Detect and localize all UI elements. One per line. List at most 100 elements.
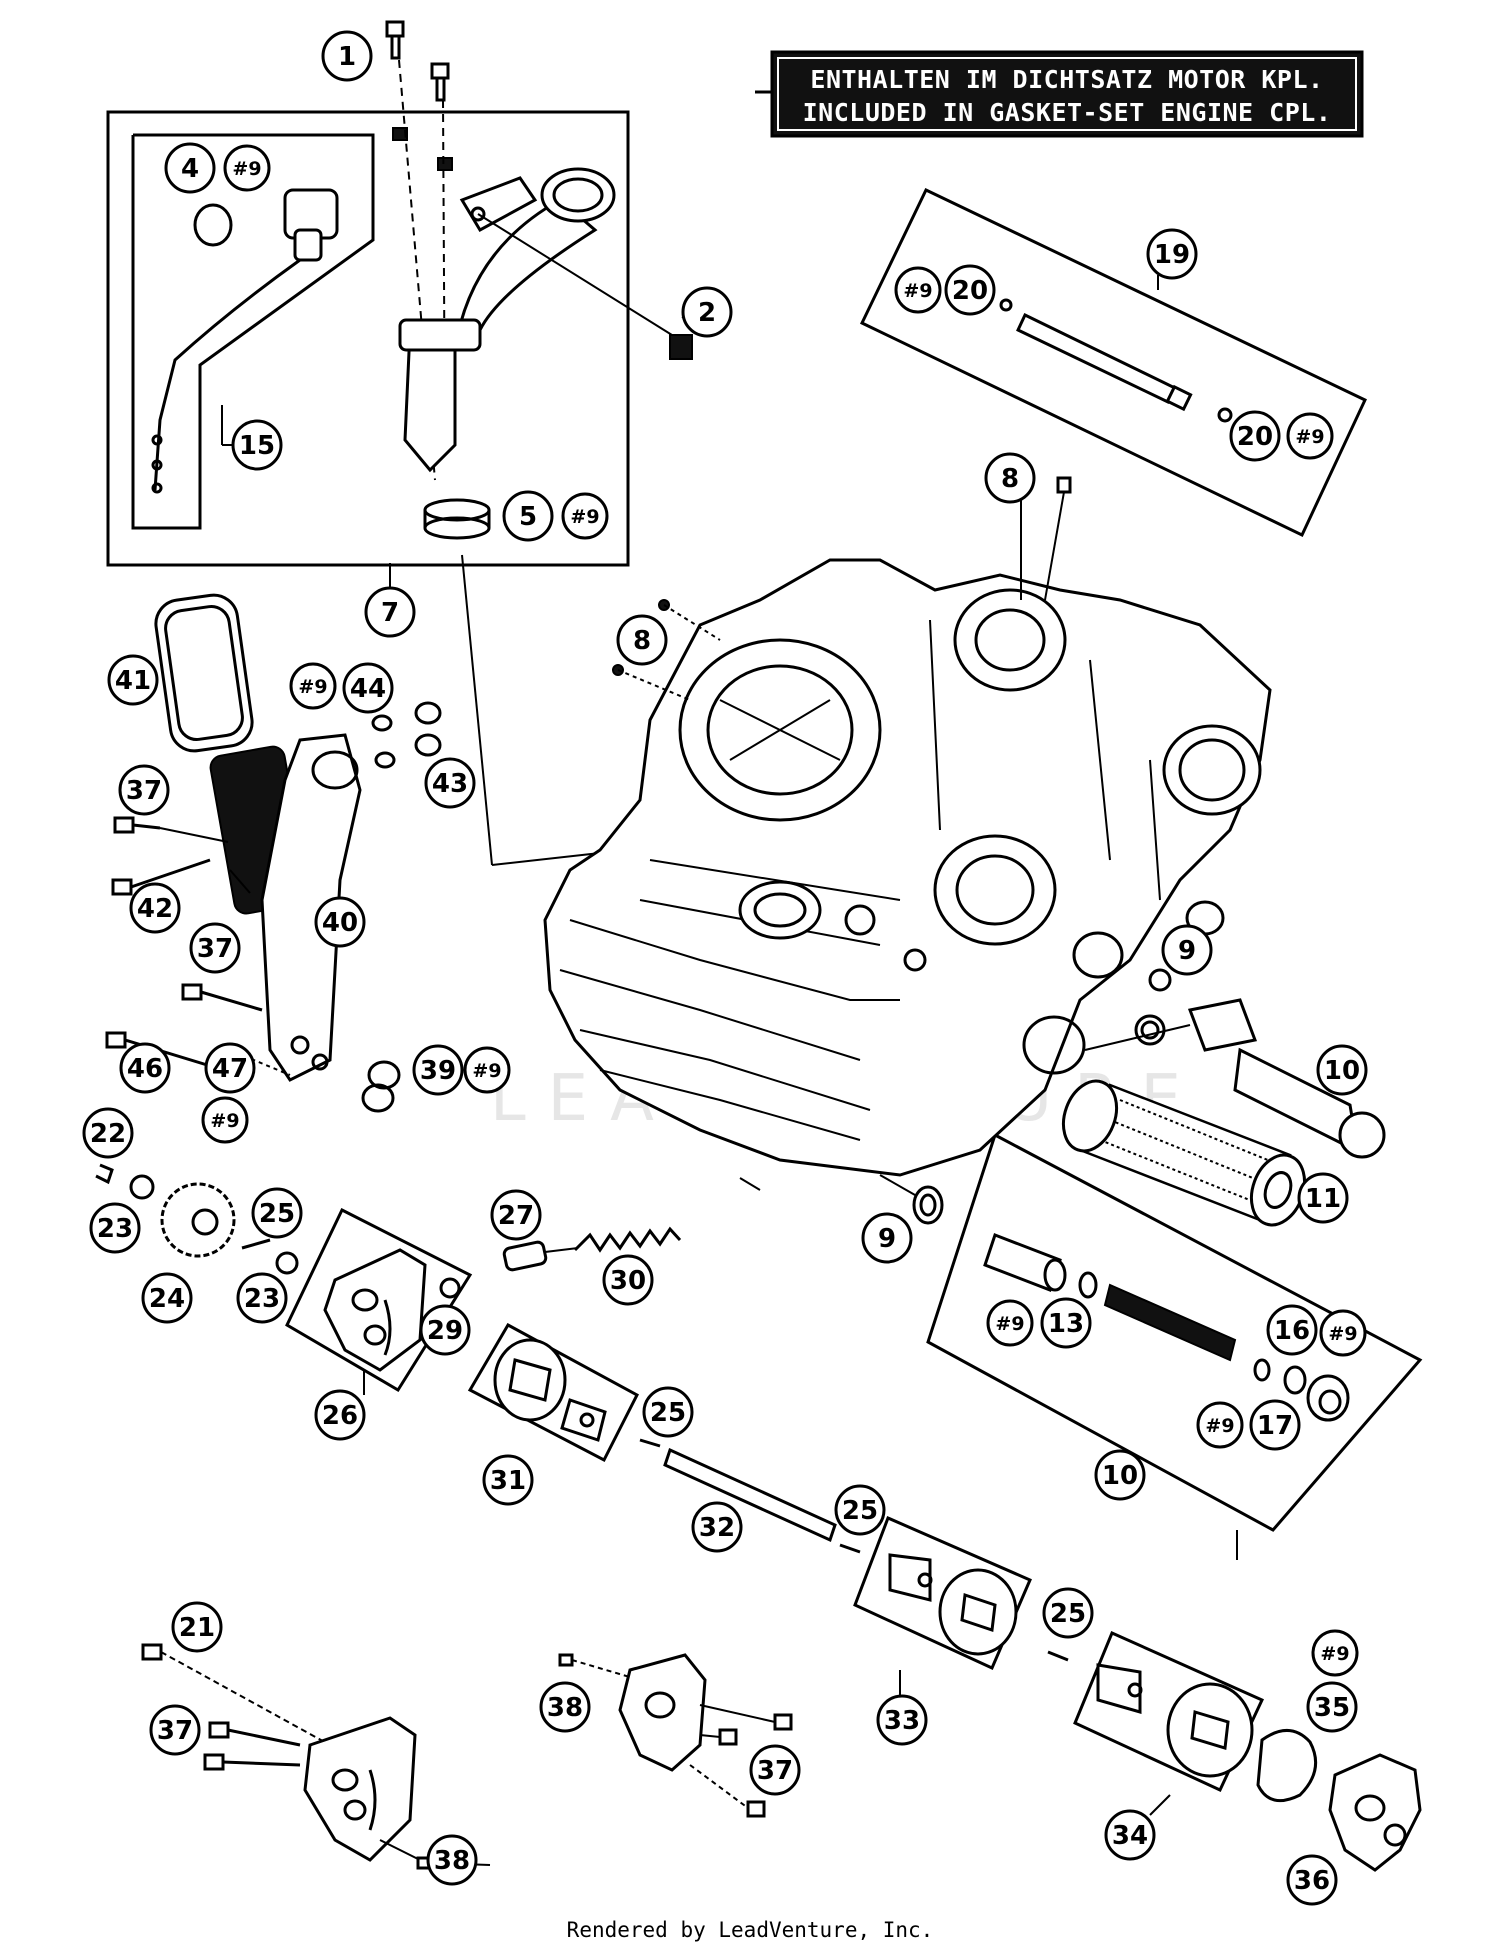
callout-number: 25 bbox=[650, 1398, 686, 1428]
callout-c42: 42 bbox=[129, 882, 181, 934]
callout-number: 9 bbox=[1178, 936, 1196, 966]
o-rings-39 bbox=[361, 1060, 401, 1113]
callout-c39r: #9 bbox=[463, 1046, 511, 1094]
callout-number: 8 bbox=[633, 626, 651, 656]
o-ring-5 bbox=[423, 498, 491, 540]
callout-circle bbox=[876, 1694, 928, 1746]
callout-circle bbox=[861, 1212, 913, 1264]
callout-circle bbox=[984, 452, 1036, 504]
callout-circle bbox=[89, 1202, 141, 1254]
callout-number: 39 bbox=[420, 1056, 456, 1086]
callout-c34: 34 bbox=[1104, 1809, 1156, 1861]
callout-number: 35 bbox=[1314, 1693, 1350, 1723]
callout-number: 7 bbox=[381, 598, 399, 628]
callout-circle bbox=[171, 1601, 223, 1653]
callout-c25b: 25 bbox=[642, 1386, 694, 1438]
frame-15 bbox=[131, 133, 375, 530]
callout-circle bbox=[749, 1744, 801, 1796]
housing-21 bbox=[141, 1643, 491, 1870]
o-ring-4 bbox=[193, 203, 233, 247]
gasket-set-banner: ENTHALTEN IM DICHTSATZ MOTOR KPL. INCLUD… bbox=[755, 50, 1364, 138]
cover-40 bbox=[209, 733, 362, 1082]
rotor-31 bbox=[493, 1338, 607, 1442]
callout-c25a: 25 bbox=[251, 1187, 303, 1239]
callout-circle bbox=[141, 1272, 193, 1324]
callout-c4r: #9 bbox=[223, 144, 271, 192]
callout-c22: 22 bbox=[82, 1107, 134, 1159]
callout-number: 30 bbox=[610, 1266, 646, 1296]
pump-drive-left bbox=[95, 1163, 299, 1275]
callout-c36: 36 bbox=[1286, 1854, 1338, 1906]
frame-31 bbox=[467, 1322, 639, 1463]
callout-c17r: #9 bbox=[1196, 1401, 1244, 1449]
callout-c38b: 38 bbox=[426, 1834, 478, 1886]
callout-circle bbox=[1311, 1629, 1359, 1677]
callout-circle bbox=[490, 1189, 542, 1241]
callout-circle bbox=[1266, 1304, 1318, 1356]
parts-drawing bbox=[95, 20, 1422, 1872]
callout-number: 5 bbox=[519, 502, 537, 532]
callout-circle bbox=[1229, 410, 1281, 462]
pump-housing-26 bbox=[323, 1248, 461, 1372]
callout-number: 26 bbox=[322, 1401, 358, 1431]
callout-number: 10 bbox=[1324, 1056, 1360, 1086]
callout-c25d: 25 bbox=[1042, 1587, 1094, 1639]
callout-number: 38 bbox=[434, 1846, 470, 1876]
callout-circle bbox=[426, 1834, 478, 1886]
callout-number: #9 bbox=[1295, 426, 1324, 448]
callout-circle bbox=[321, 30, 373, 82]
callout-number: 37 bbox=[757, 1756, 793, 1786]
callout-circle bbox=[129, 882, 181, 934]
callout-number: #9 bbox=[1328, 1323, 1357, 1345]
frame-33 bbox=[853, 1515, 1032, 1671]
callout-number: 22 bbox=[90, 1119, 126, 1149]
callout-circle bbox=[201, 1096, 249, 1144]
frame-26 bbox=[285, 1207, 473, 1393]
callout-number: 38 bbox=[547, 1693, 583, 1723]
callout-c26: 26 bbox=[314, 1389, 366, 1441]
callout-circle bbox=[149, 1704, 201, 1756]
callout-circle bbox=[251, 1187, 303, 1239]
callout-c4: 4 bbox=[164, 142, 216, 194]
callout-number: 40 bbox=[322, 908, 358, 938]
callout-circle bbox=[236, 1272, 288, 1324]
callout-c37c: 37 bbox=[149, 1704, 201, 1756]
callout-c37a: 37 bbox=[118, 764, 170, 816]
callout-circle bbox=[119, 1042, 171, 1094]
callout-c8a: 8 bbox=[984, 452, 1036, 504]
callout-number: 37 bbox=[157, 1716, 193, 1746]
shaft-32 bbox=[639, 1438, 861, 1554]
callout-c40: 40 bbox=[314, 896, 366, 948]
callout-number: 31 bbox=[490, 1466, 526, 1496]
spring-27-30 bbox=[502, 1226, 682, 1272]
callout-number: 24 bbox=[149, 1284, 185, 1314]
gasket-41 bbox=[154, 593, 254, 753]
seals-44-43 bbox=[371, 701, 442, 769]
callout-circle bbox=[412, 1044, 464, 1096]
callout-c17: 17 bbox=[1249, 1399, 1301, 1451]
callout-circle bbox=[107, 654, 159, 706]
callout-number: 11 bbox=[1305, 1184, 1341, 1214]
oil-filter-lower bbox=[879, 1174, 1350, 1422]
callout-circle bbox=[1249, 1399, 1301, 1451]
frame-7 bbox=[106, 110, 630, 567]
callout-c29: 29 bbox=[419, 1304, 471, 1356]
callout-number: 32 bbox=[699, 1513, 735, 1543]
callout-number: 47 bbox=[212, 1054, 248, 1084]
callout-circle bbox=[1094, 1449, 1146, 1501]
callout-number: #9 bbox=[472, 1060, 501, 1082]
callout-circle bbox=[1042, 1587, 1094, 1639]
callout-c35: 35 bbox=[1306, 1681, 1358, 1733]
callout-circle bbox=[986, 1299, 1034, 1347]
callout-number: 36 bbox=[1294, 1866, 1330, 1896]
callout-number: 19 bbox=[1154, 240, 1190, 270]
callout-number: 43 bbox=[432, 769, 468, 799]
callout-circle bbox=[1161, 924, 1213, 976]
callout-c37d: 37 bbox=[749, 1744, 801, 1796]
callout-circle bbox=[419, 1304, 471, 1356]
callout-c5: 5 bbox=[502, 490, 554, 542]
callout-c47r: #9 bbox=[201, 1096, 249, 1144]
callout-circle bbox=[539, 1681, 591, 1733]
dipstick-15 bbox=[151, 188, 339, 494]
callout-number: 37 bbox=[126, 776, 162, 806]
